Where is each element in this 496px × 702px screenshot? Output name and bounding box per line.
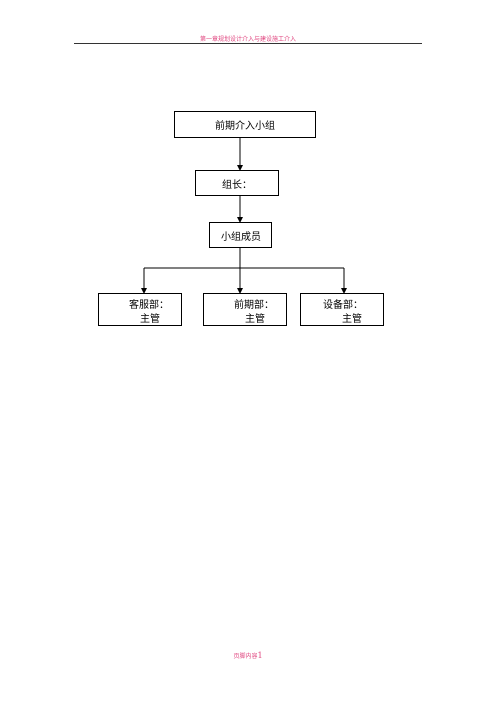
dept-role: 主管 xyxy=(245,314,265,325)
header-rule xyxy=(74,43,422,44)
box-team-leader: 组长： xyxy=(195,170,279,196)
box-preliminary-group-label: 前期介入小组 xyxy=(215,121,275,132)
footer-label: 页脚内容 xyxy=(233,653,258,660)
dept-name: 设备部： xyxy=(323,300,363,311)
box-team-members-label: 小组成员 xyxy=(221,232,261,243)
page-footer: 页脚内容1 xyxy=(0,651,496,660)
box-preliminary-dept: 前期部： 主管 xyxy=(203,293,287,326)
dept-name: 客服部： xyxy=(129,300,169,311)
box-team-leader-label: 组长： xyxy=(222,180,252,191)
dept-role: 主管 xyxy=(342,314,362,325)
box-preliminary-group: 前期介入小组 xyxy=(174,111,316,138)
box-customer-service-dept: 客服部： 主管 xyxy=(98,293,182,326)
box-team-members: 小组成员 xyxy=(209,222,272,248)
page-header: 第一章规划设计介入与建设施工介入 xyxy=(199,36,296,43)
dept-role: 主管 xyxy=(140,314,160,325)
page-number: 1 xyxy=(257,651,263,660)
box-equipment-dept: 设备部： 主管 xyxy=(300,293,384,326)
dept-name: 前期部： xyxy=(234,300,274,311)
